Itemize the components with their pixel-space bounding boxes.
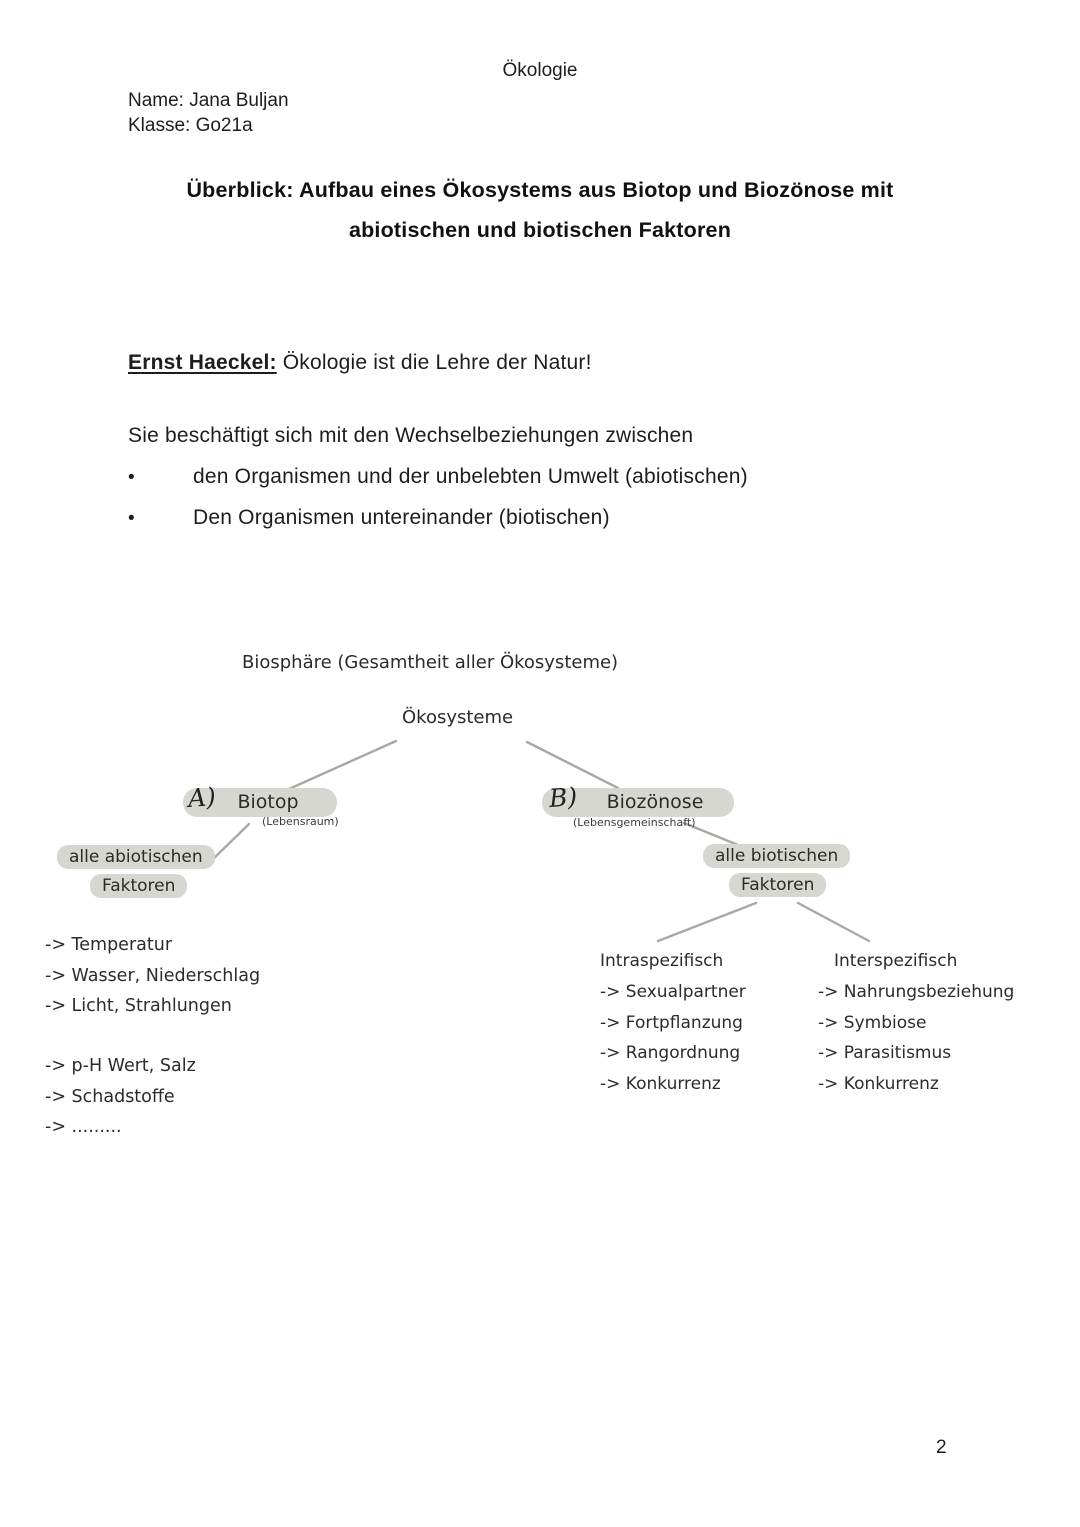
connector-line bbox=[287, 739, 398, 791]
document-title-line1: Überblick: Aufbau eines Ökosystems aus B… bbox=[186, 178, 894, 202]
intraspecific-column: Intraspezifisch -> Sexualpartner -> Fort… bbox=[600, 946, 746, 1100]
abiotic-factor-list-group2: -> p-H Wert, Salz -> Schadstoffe -> ....… bbox=[45, 1051, 196, 1143]
branch-a-prefix: A) bbox=[187, 782, 217, 813]
interspecific-item: -> Parasitismus bbox=[818, 1043, 952, 1064]
abiotic-factors-highlight-line1: alle abiotischen bbox=[57, 845, 215, 869]
interspecific-title: Interspezifisch bbox=[834, 951, 958, 971]
interspecific-item: -> Symbiose bbox=[818, 1012, 927, 1033]
abiotic-factor-list-group1: -> Temperatur -> Wasser, Niederschlag ->… bbox=[45, 930, 260, 1022]
intraspecific-item: -> Sexualpartner bbox=[600, 981, 746, 1002]
abiotic-factor-item: -> Wasser, Niederschlag bbox=[45, 965, 261, 986]
biozoenose-sublabel: (Lebensgemeinschaft) bbox=[573, 816, 696, 829]
bullet-text: den Organismen und der unbelebten Umwelt… bbox=[193, 465, 748, 488]
intraspecific-item: -> Fortpflanzung bbox=[600, 1012, 743, 1033]
bullet-text: Den Organismen untereinander (biotischen… bbox=[193, 506, 610, 529]
document-title-line2: abiotischen und biotischen Faktoren bbox=[348, 218, 732, 242]
haeckel-heading: Ernst Haeckel: bbox=[128, 351, 277, 374]
abiotic-factor-item: -> Licht, Strahlungen bbox=[45, 996, 232, 1017]
bullet-icon: • bbox=[128, 467, 135, 488]
bullet-icon: • bbox=[128, 508, 135, 529]
page-header-subject: Ökologie bbox=[502, 60, 578, 81]
bullet-item: • Den Organismen untereinander (biotische… bbox=[128, 506, 610, 530]
biotop-sublabel: (Lebensraum) bbox=[262, 815, 339, 828]
connector-line bbox=[525, 740, 620, 790]
interspecific-item: -> Konkurrenz bbox=[818, 1074, 939, 1095]
abiotic-factor-item: -> Temperatur bbox=[45, 935, 173, 955]
biozoenose-node: Biozönose bbox=[542, 788, 734, 817]
haeckel-quote: Ökologie ist die Lehre der Natur! bbox=[276, 351, 592, 374]
interspecific-item: -> Nahrungsbeziehung bbox=[818, 981, 1015, 1002]
intraspecific-item: -> Rangordnung bbox=[600, 1043, 741, 1064]
biotic-factors-highlight-line1: alle biotischen bbox=[703, 844, 851, 868]
intro-lead: Sie beschäftigt sich mit den Wechselbezi… bbox=[128, 424, 694, 447]
bullet-item: • den Organismen und der unbelebten Umwel… bbox=[128, 465, 748, 489]
biotop-node: Biotop bbox=[183, 788, 337, 817]
abiotic-factor-item: -> ......... bbox=[45, 1117, 122, 1138]
student-name: Name: Jana Buljan bbox=[128, 90, 289, 111]
connector-line bbox=[796, 901, 871, 943]
document-title: Überblick: Aufbau eines Ökosystems aus B… bbox=[0, 170, 1080, 250]
biotic-factors-highlight-line2: Faktoren bbox=[729, 873, 827, 897]
page-number: 2 bbox=[936, 1437, 947, 1458]
student-class: Klasse: Go21a bbox=[128, 115, 253, 136]
intraspecific-item: -> Konkurrenz bbox=[600, 1074, 721, 1095]
connector-line bbox=[656, 901, 758, 943]
abiotic-factor-item: -> Schadstoffe bbox=[45, 1086, 175, 1107]
intraspecific-title: Intraspezifisch bbox=[600, 951, 724, 971]
abiotic-factors-highlight-line2: Faktoren bbox=[90, 874, 188, 898]
branch-b-prefix: B) bbox=[548, 782, 579, 813]
diagram-root-label: Biosphäre (Gesamtheit aller Ökosysteme) bbox=[242, 652, 619, 673]
diagram-ecosystems-label: Ökosysteme bbox=[402, 707, 514, 728]
abiotic-factor-item: -> p-H Wert, Salz bbox=[45, 1056, 196, 1076]
haeckel-statement: Ernst Haeckel: Ökologie ist die Lehre de… bbox=[128, 351, 592, 375]
interspecific-column: Interspezifisch -> Nahrungsbeziehung -> … bbox=[818, 946, 1014, 1100]
